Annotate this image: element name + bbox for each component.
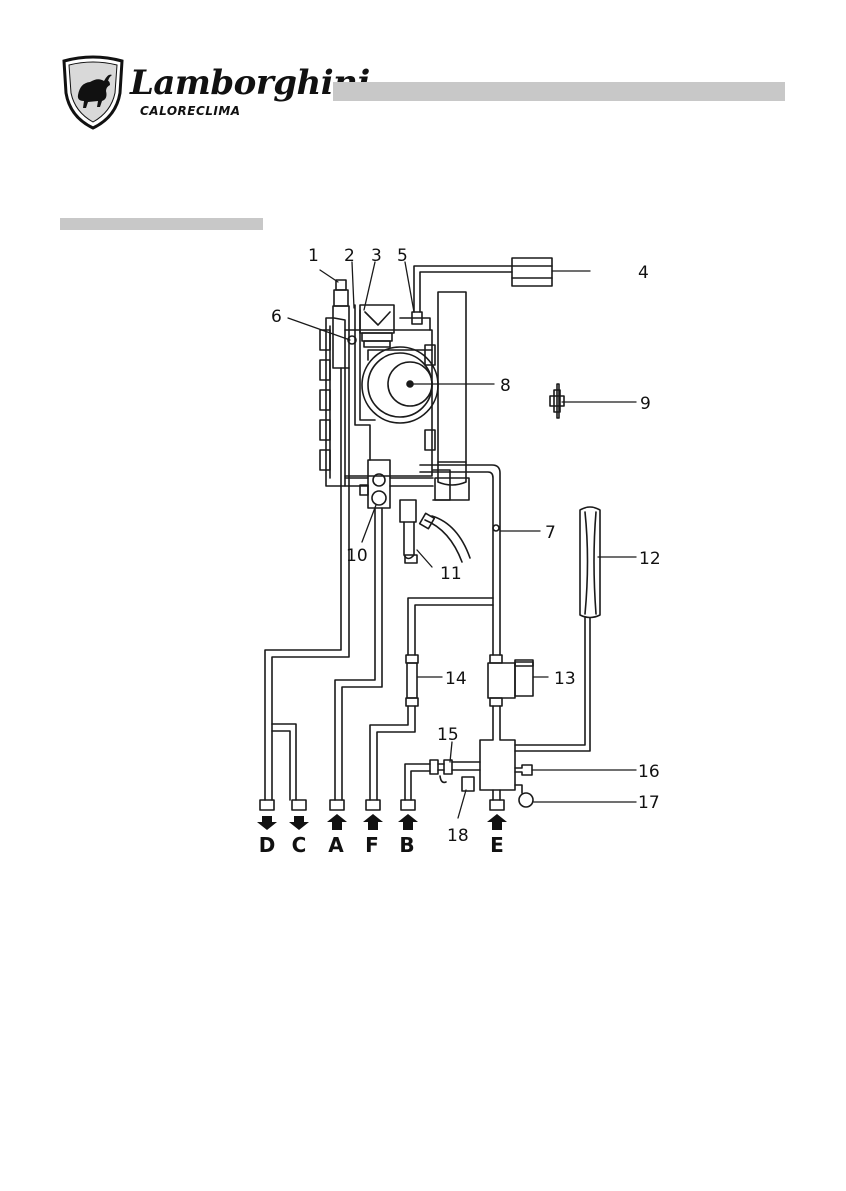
control-box-4 [512, 258, 552, 286]
arrow-down-icon [257, 816, 277, 830]
pump-13 [488, 655, 533, 706]
callout-18: 18 [447, 826, 469, 846]
sensor-5 [412, 266, 512, 324]
component-9 [550, 384, 564, 418]
callout-14: 14 [445, 669, 467, 689]
callout-4: 4 [638, 263, 649, 283]
callout-17: 17 [638, 793, 660, 813]
connection-f: F [365, 833, 379, 857]
callout-10: 10 [346, 546, 368, 566]
callout-3: 3 [371, 246, 382, 266]
callout-1: 1 [308, 246, 319, 266]
connection-a: A [328, 833, 344, 857]
arrow-up-icon [398, 814, 418, 830]
callout-12: 12 [639, 549, 661, 569]
callout-6: 6 [271, 307, 282, 327]
callout-11: 11 [440, 564, 462, 584]
connection-b: B [399, 833, 414, 857]
callout-16: 16 [638, 762, 660, 782]
callout-13: 13 [554, 669, 576, 689]
callout-5: 5 [397, 246, 408, 266]
connection-arrows [257, 814, 507, 830]
flue-pipe [435, 292, 469, 500]
connection-d: D [259, 833, 276, 857]
callout-9: 9 [640, 394, 651, 414]
callout-7: 7 [545, 523, 556, 543]
connection-c: C [292, 833, 307, 857]
connection-fittings [260, 800, 504, 810]
callout-8: 8 [500, 376, 511, 396]
expansion-vessel-12 [515, 507, 600, 751]
condensate-drain-11 [400, 500, 470, 563]
arrow-up-icon [363, 814, 383, 830]
burner-fan [362, 347, 438, 423]
arrow-down-icon [289, 816, 309, 830]
arrow-up-icon [487, 814, 507, 830]
arrow-up-icon [327, 814, 347, 830]
hydraulic-manifold [405, 706, 533, 807]
connection-e: E [490, 833, 504, 857]
callout-2: 2 [344, 246, 355, 266]
callout-15: 15 [437, 725, 459, 745]
